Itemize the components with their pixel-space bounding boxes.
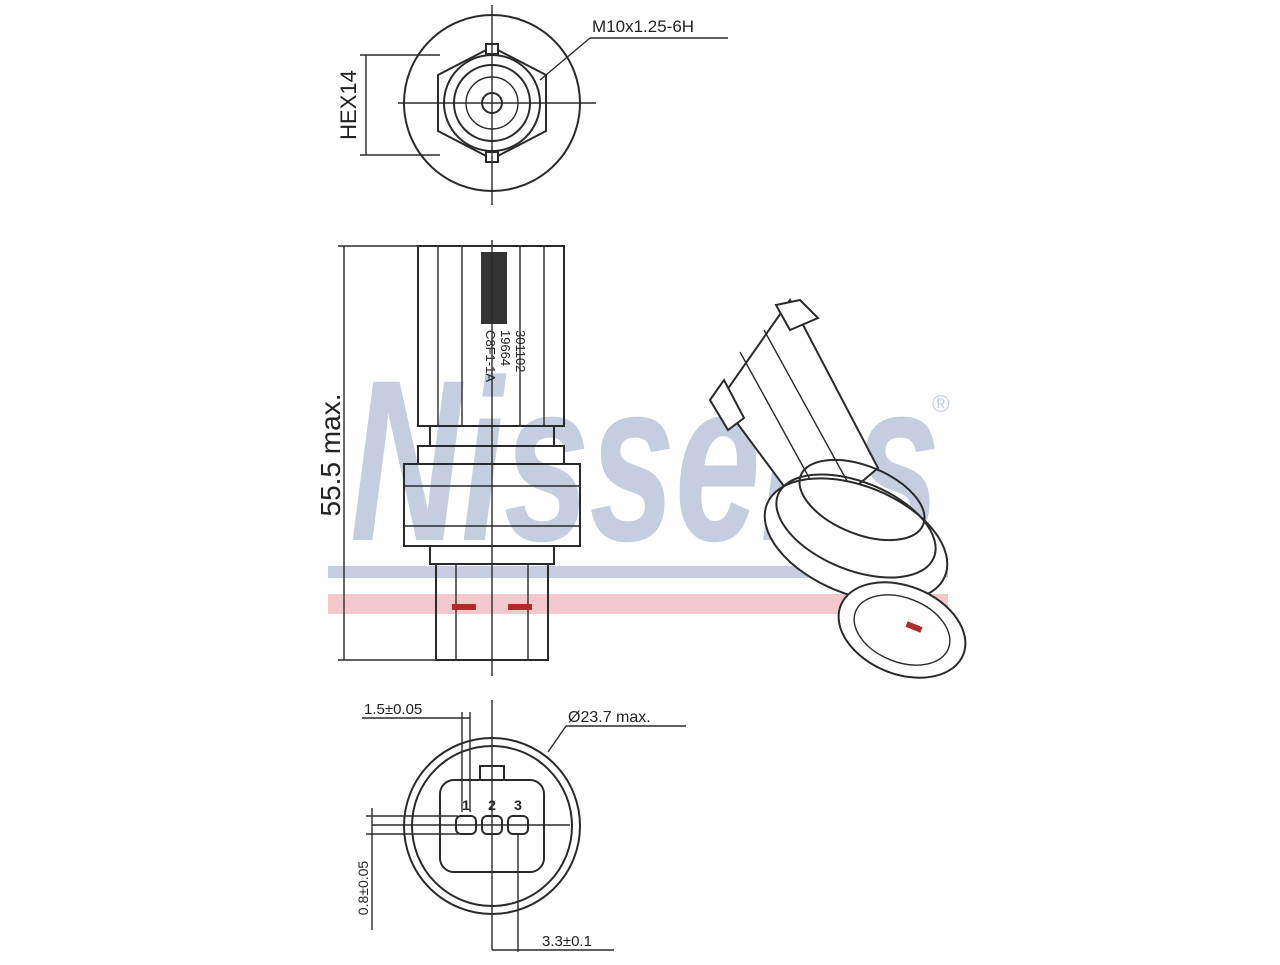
isometric-view (708, 298, 967, 679)
watermark-stripe-blue (328, 566, 948, 578)
pin-pitch-label: 3.3±0.1 (542, 933, 592, 950)
bottom-view: 1 2 3 1.5±0.05 Ø23.7 max. 0.8±0.05 3.3±0… (355, 700, 686, 952)
pin-number-3: 3 (514, 797, 522, 813)
length-label: 55.5 max. (315, 394, 346, 517)
body-marking-1: 301102 (513, 330, 528, 372)
watermark-registered: ® (932, 391, 950, 418)
hex-label: HEX14 (336, 70, 361, 140)
pin-thickness-label: 0.8±0.05 (355, 861, 371, 916)
thread-label: M10x1.25-6H (592, 17, 694, 36)
top-view: HEX14 M10x1.25-6H (336, 5, 728, 205)
diameter-label: Ø23.7 max. (568, 709, 651, 726)
pin-width-label: 1.5±0.05 (364, 701, 422, 718)
body-marking-2: 19664 (498, 330, 513, 366)
side-view: 301102 19664 C8F1-1A 55.5 max. (315, 240, 581, 676)
watermark-stripe-pink (328, 594, 948, 614)
pin-number-1: 1 (462, 797, 470, 813)
body-marking-3: C8F1-1A (483, 330, 498, 382)
